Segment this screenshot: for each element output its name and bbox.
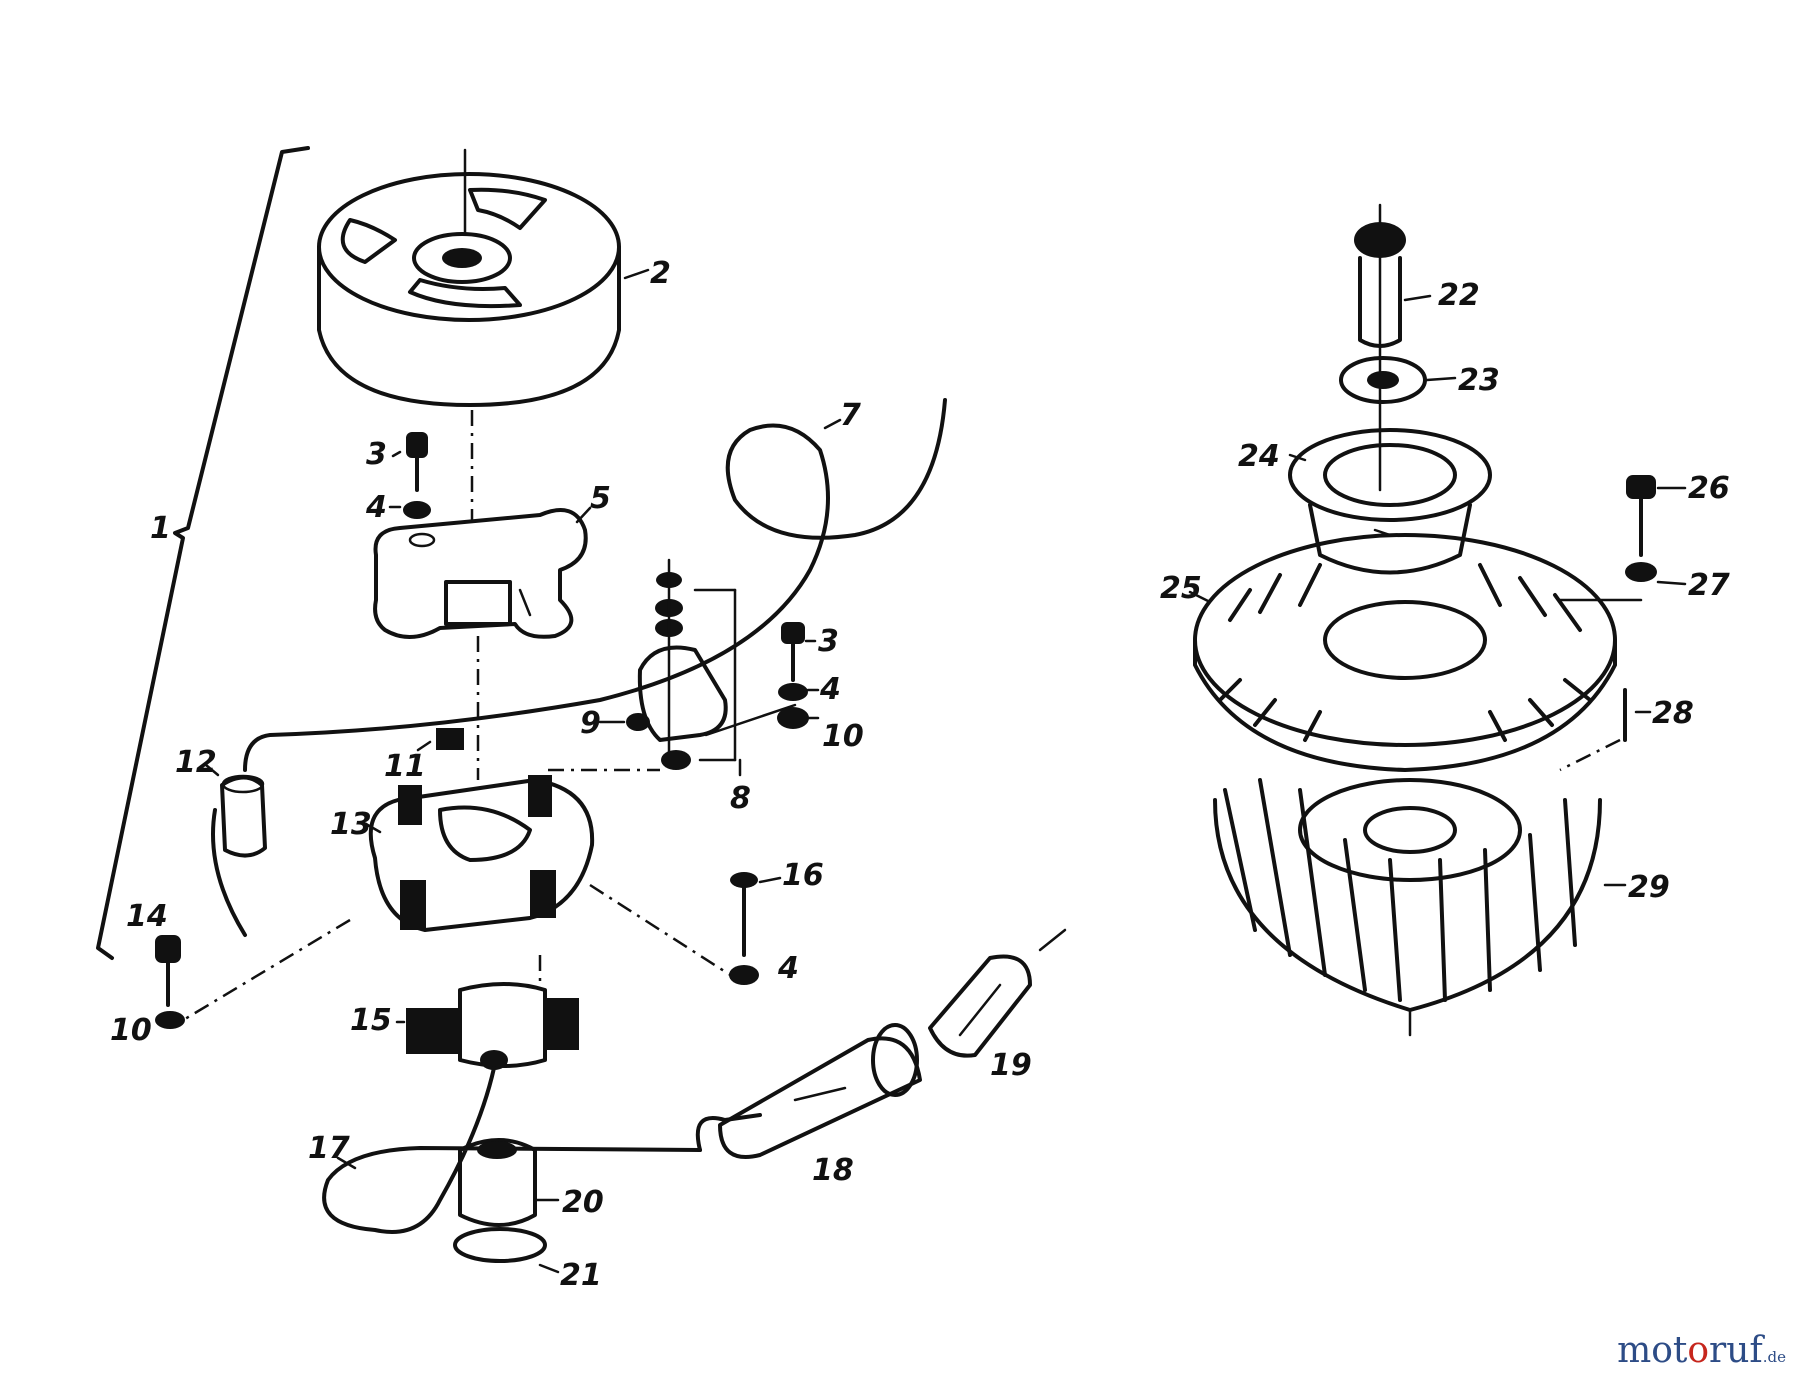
part-label-3b: 3 — [818, 624, 839, 659]
part-label-7: 7 — [840, 398, 861, 433]
part-2-flywheel — [317, 148, 621, 520]
part-label-11: 11 — [384, 749, 426, 784]
part-label-10b: 10 — [110, 1013, 152, 1048]
part-29-fan — [1213, 778, 1602, 1037]
part-20-nut — [458, 1138, 537, 1227]
part-15-module — [406, 955, 579, 1070]
part-13-base-plate — [169, 768, 736, 1030]
part-21-washer — [453, 1227, 547, 1263]
part-3-screw-right — [777, 622, 809, 729]
part-19-spark-plug — [928, 928, 1067, 1058]
part-label-12: 12 — [175, 745, 217, 780]
part-label-15: 15 — [350, 1003, 392, 1038]
part-11-felt — [436, 728, 464, 750]
part-label-4a: 4 — [365, 490, 387, 525]
part-label-2: 2 — [650, 256, 671, 291]
part-22-nut — [1339, 203, 1427, 492]
part-label-22: 22 — [1438, 278, 1480, 313]
part-label-28: 28 — [1652, 696, 1694, 731]
part-24-starter-cup — [1288, 428, 1492, 575]
part-label-1: 1 — [150, 511, 171, 546]
part-label-14: 14 — [126, 899, 168, 934]
part-18-plug-cap — [718, 1023, 922, 1159]
part-28-pin — [1559, 688, 1627, 772]
part-label-17: 17 — [308, 1131, 350, 1166]
part-label-18: 18 — [812, 1153, 854, 1188]
part-label-29: 29 — [1628, 870, 1670, 905]
part-16-screw — [729, 872, 759, 985]
part-label-4c: 4 — [777, 951, 799, 986]
part-12-condenser — [211, 774, 267, 937]
part-17-lead — [322, 1066, 762, 1234]
leader-lines — [204, 268, 1687, 1274]
part-label-5: 5 — [590, 481, 611, 516]
part-label-9: 9 — [580, 706, 601, 741]
part-25-fan-grille — [1193, 533, 1617, 772]
part-label-13: 13 — [330, 807, 372, 842]
part-label-26: 26 — [1688, 471, 1730, 506]
part-label-16: 16 — [782, 858, 824, 893]
part-7-wire — [243, 398, 947, 772]
part-26-screw — [1558, 475, 1657, 602]
part-14-screw — [155, 935, 185, 1029]
part-5-armature — [373, 508, 588, 780]
part-label-21: 21 — [560, 1258, 602, 1293]
assembly-bracket — [96, 146, 310, 960]
part-label-24: 24 — [1238, 439, 1280, 474]
part-numbers: 1 2 3 4 5 7 3 4 10 9 8 11 12 13 14 10 16… — [110, 256, 1730, 1293]
part-label-27: 27 — [1688, 568, 1730, 603]
motoruf-watermark-logo: motoruf.de — [1617, 1330, 1786, 1371]
part-label-10a: 10 — [822, 719, 864, 754]
part-label-20: 20 — [562, 1185, 604, 1220]
part-label-23: 23 — [1458, 363, 1500, 398]
part-label-3a: 3 — [366, 437, 387, 472]
part-label-25: 25 — [1160, 571, 1202, 606]
part-label-8: 8 — [730, 781, 751, 816]
part-label-4b: 4 — [819, 672, 841, 707]
part-8-breaker-set — [626, 558, 797, 777]
part-label-19: 19 — [990, 1048, 1032, 1083]
part-3-screw-left — [403, 432, 431, 519]
